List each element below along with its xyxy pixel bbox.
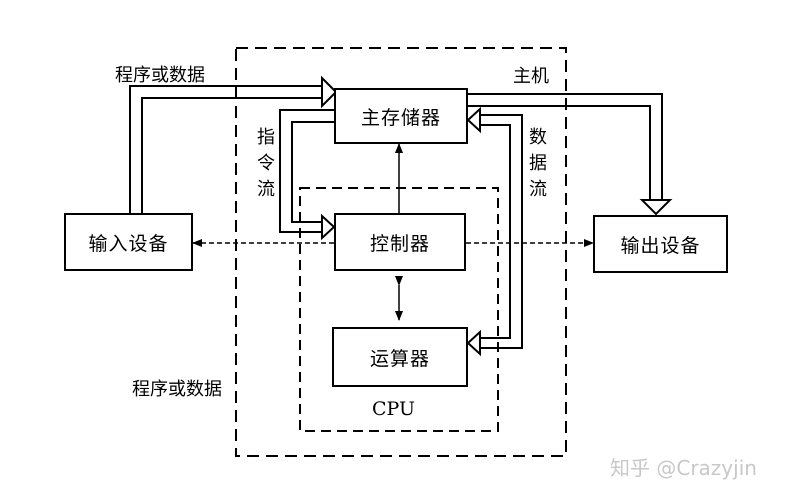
instruction-flow-path: [279, 109, 336, 241]
input-device-label: 输入设备: [88, 232, 169, 255]
main-memory-box: 主存储器: [334, 88, 468, 144]
data-flow-label: 数据流: [529, 127, 547, 200]
alu-box: 运算器: [332, 327, 468, 387]
program-or-data-bottom-label: 程序或数据: [132, 379, 222, 400]
watermark-text: 知乎 @Crazyjin: [610, 456, 757, 480]
input-to-memory-flow: [129, 75, 338, 213]
cpu-label: CPU: [372, 398, 416, 420]
host-boundary: [235, 47, 567, 457]
input-device-box: 输入设备: [64, 213, 193, 271]
alu-label: 运算器: [369, 347, 430, 370]
controller-box: 控制器: [334, 213, 466, 271]
instruction-flow-label: 指令流: [257, 127, 275, 200]
host-label: 主机: [513, 66, 549, 87]
memory-to-output-flow: [468, 93, 673, 216]
main-memory-label: 主存储器: [360, 106, 441, 129]
controller-label: 控制器: [369, 232, 430, 255]
output-device-label: 输出设备: [620, 234, 701, 257]
program-or-data-top-label: 程序或数据: [115, 65, 205, 86]
output-device-box: 输出设备: [593, 215, 728, 273]
data-flow-path: [466, 106, 523, 357]
